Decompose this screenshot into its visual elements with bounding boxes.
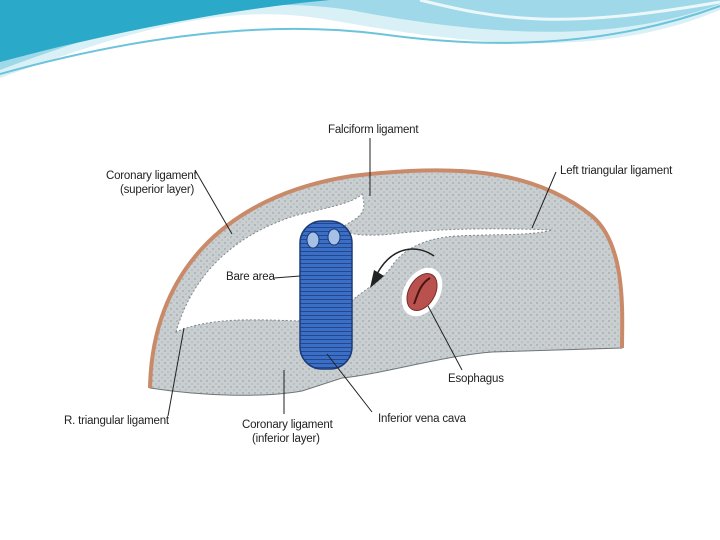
- header-wave-dark: [0, 0, 330, 62]
- label-coronary-superior-1: Coronary ligament: [106, 170, 198, 182]
- leader-right-triangular: [167, 327, 185, 417]
- leader-esophagus: [427, 305, 463, 371]
- leader-bare-area: [273, 275, 301, 279]
- header-wave-line: [0, 5, 720, 75]
- header-wave-line-2: [419, 0, 720, 21]
- curved-arrow-icon: [370, 248, 435, 288]
- label-esophagus: Esophagus: [448, 373, 504, 385]
- liver-ligaments-figure: Falciform ligament Left triangular ligam…: [62, 116, 676, 454]
- liver-capsule: [148, 168, 625, 389]
- label-right-triangular: R. triangular ligament: [64, 415, 170, 427]
- label-bare-area: Bare area: [226, 271, 276, 283]
- esophagus-shape: [401, 267, 443, 317]
- label-coronary-superior-2: (superior layer): [120, 184, 194, 196]
- label-coronary-inferior-2: (inferior layer): [252, 433, 320, 445]
- ivc-shape: [299, 220, 353, 370]
- leader-ivc: [326, 353, 373, 413]
- label-falciform: Falciform ligament: [328, 124, 419, 136]
- label-coronary-inferior-1: Coronary ligament: [242, 419, 334, 431]
- header-wave-decoration: [0, 0, 720, 78]
- label-left-triangular: Left triangular ligament: [560, 165, 673, 177]
- label-ivc: Inferior vena cava: [378, 413, 467, 425]
- figure-svg: Falciform ligament Left triangular ligam…: [64, 124, 673, 445]
- leader-coronary-superior: [194, 169, 233, 235]
- leader-left-triangular: [531, 171, 557, 229]
